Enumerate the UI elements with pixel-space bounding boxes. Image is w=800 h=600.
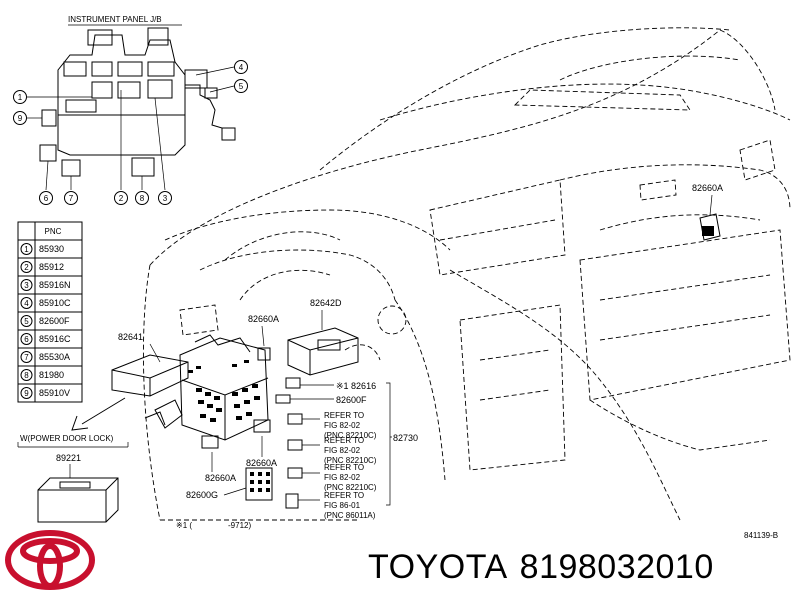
callout-2-label: 2 [119,194,124,203]
svg-text:(PNC 82210C): (PNC 82210C) [324,431,377,440]
svg-text:7: 7 [24,353,29,362]
callout-2 [114,191,128,205]
brand-name: TOYOTA [368,548,508,586]
callout-5 [234,79,248,93]
callout-1 [13,90,27,104]
refer-block: REFER TO FIG 82-02 (PNC 82210C) [324,411,377,440]
footnote: ※1 ( -9712) [176,521,251,530]
pnc-table-header: PNC [45,227,62,236]
callout-4-label: 4 [239,63,244,72]
callout-5-label: 5 [239,82,244,91]
table-row: 2 85912 [20,261,64,273]
table-row: 4 85910C [20,297,71,309]
table-row: 9 85910V [20,387,70,399]
callout-8-label: 8 [140,194,145,203]
table-row: 8 81980 [20,369,64,381]
svg-text:6: 6 [24,335,29,344]
pnc-value: 85930 [39,244,64,254]
callout-3 [158,191,172,205]
svg-text:(PNC 82210C): (PNC 82210C) [324,483,377,492]
svg-text:(PNC 86011A): (PNC 86011A) [324,511,376,520]
callout-3-label: 3 [163,194,168,203]
pnc-value: 85910C [39,298,71,308]
footnote-range: -9712) [228,521,251,530]
pnc-value: 85910V [39,388,70,398]
callout-6 [39,191,53,205]
instrument-panel-jb: INSTRUMENT PANEL J/B [13,15,248,205]
part-82600f: 82600F [336,395,367,405]
pnc-value: 85912 [39,262,64,272]
refer-block: REFER TO FIG 82-02 (PNC 82210C) [324,463,377,492]
table-row: 3 85916N [20,279,71,291]
toyota-logo-icon [5,530,95,590]
pnc-table: PNC 1 85930 2 85912 3 85916N 4 85910C 5 … [17,221,83,403]
footnote-mark: ※1 ( [176,521,192,530]
table-row: 1 85930 [20,243,64,255]
main-junction-block: 82641 [111,327,359,501]
dashboard-outline [142,27,791,521]
callout-4 [234,60,248,74]
pnc-value: 81980 [39,370,64,380]
callout-7-label: 7 [69,194,74,203]
figure-code: 841139-B [744,531,778,540]
pnc-value: 82600F [39,316,70,326]
part-labels: 82660A 82660A 82642D ※1 82616 82600F 827… [186,183,723,506]
svg-text:REFER TO: REFER TO [324,491,364,500]
part-82600g: 82600G [186,490,218,500]
part-82642d: 82642D [310,298,342,308]
svg-text:9: 9 [24,389,29,398]
svg-text:FIG 82-02: FIG 82-02 [324,473,361,482]
svg-text:4: 4 [24,299,29,308]
power-door-lock-label: W(POWER DOOR LOCK) [20,434,114,443]
svg-text:REFER TO: REFER TO [324,411,364,420]
svg-text:FIG 82-02: FIG 82-02 [324,446,361,455]
svg-text:REFER TO: REFER TO [324,463,364,472]
jb-title: INSTRUMENT PANEL J/B [68,15,162,24]
table-row: 5 82600F [20,315,70,327]
part-82616: ※1 82616 [336,381,376,391]
table-row: 7 85530A [20,351,70,363]
callout-7 [64,191,78,205]
part-82660a-b2: 82660A [246,458,277,468]
svg-text:FIG 86-01: FIG 86-01 [324,501,361,510]
power-door-lock-group: W(POWER DOOR LOCK) 89221 [17,397,129,523]
callout-9-label: 9 [18,114,23,123]
svg-text:(PNC 82210C): (PNC 82210C) [324,456,377,465]
svg-text:5: 5 [24,317,29,326]
callout-6-label: 6 [44,194,49,203]
pnc-value: 85916N [39,280,71,290]
svg-text:2: 2 [24,263,29,272]
svg-text:1: 1 [24,245,29,254]
part-82641: 82641 [118,332,143,342]
pnc-value: 85530A [39,352,70,362]
svg-text:FIG 82-02: FIG 82-02 [324,421,361,430]
brand-caption: TOYOTA 8198032010 [368,548,726,587]
table-row: 6 85916C [20,333,71,345]
pnc-value: 85916C [39,334,71,344]
part-82660a-right: 82660A [692,183,723,193]
callout-9 [13,111,27,125]
svg-text:REFER TO: REFER TO [324,436,364,445]
refer-block: REFER TO FIG 82-02 (PNC 82210C) [324,436,377,465]
svg-text:8: 8 [24,371,29,380]
part-82660a-top: 82660A [248,314,279,324]
part-82730: 82730 [393,433,418,443]
callout-8 [135,191,149,205]
callout-1-label: 1 [18,93,23,102]
svg-text:3: 3 [24,281,29,290]
refer-blocks: REFER TO FIG 82-02 (PNC 82210C) REFER TO… [285,411,377,520]
part-82660a-b1: 82660A [205,473,236,483]
part-number: 8198032010 [519,548,714,586]
refer-block: REFER TO FIG 86-01 (PNC 86011A) [324,491,376,520]
part-89221: 89221 [56,453,81,463]
